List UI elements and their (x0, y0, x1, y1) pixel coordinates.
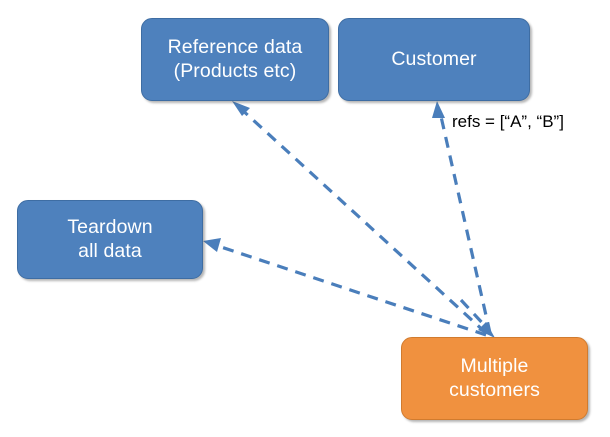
edge-multiple-customers-to-teardown (203, 238, 487, 337)
node-teardown-all-data[interactable]: Teardown all data (17, 200, 203, 279)
edge-inbound-to-multiple-customers (459, 298, 495, 338)
node-teardown-all-data-label: Teardown all data (67, 215, 153, 262)
edge-multiple-customers-to-reference-data (232, 101, 488, 335)
arrowhead-icon (478, 322, 495, 338)
node-multiple-customers-label: Multiple customers (449, 354, 540, 401)
node-reference-data[interactable]: Reference data (Products etc) (141, 18, 329, 101)
node-reference-data-label: Reference data (Products etc) (167, 35, 303, 82)
arrowhead-icon (432, 101, 445, 118)
arrowhead-icon (203, 238, 221, 252)
edge-multiple-customers-to-customer (432, 101, 492, 334)
node-customer-label: Customer (391, 47, 477, 70)
edge-label-refs: refs = [“A”, “B”] (452, 112, 564, 131)
node-multiple-customers[interactable]: Multiple customers (401, 337, 588, 420)
arrowhead-icon (232, 101, 250, 116)
node-customer[interactable]: Customer (338, 18, 530, 101)
